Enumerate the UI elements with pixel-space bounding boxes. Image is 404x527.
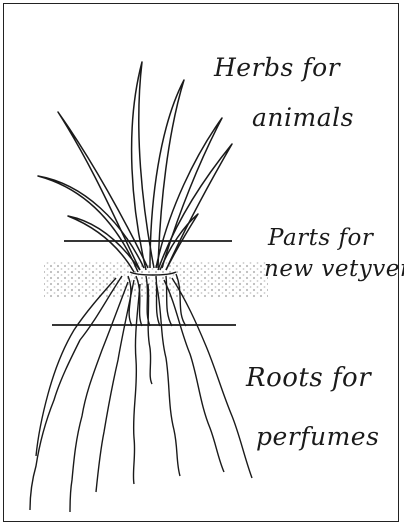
parts-label-line2: new vetyver	[264, 258, 404, 281]
parts-label-line1: Parts for	[268, 227, 373, 250]
herbs-label-line1: Herbs for	[214, 55, 340, 80]
roots-label-line1: Roots for	[246, 365, 371, 391]
herbs-label-line2: animals	[252, 105, 354, 130]
roots-label-line2: perfumes	[256, 424, 379, 449]
roots	[30, 276, 252, 512]
